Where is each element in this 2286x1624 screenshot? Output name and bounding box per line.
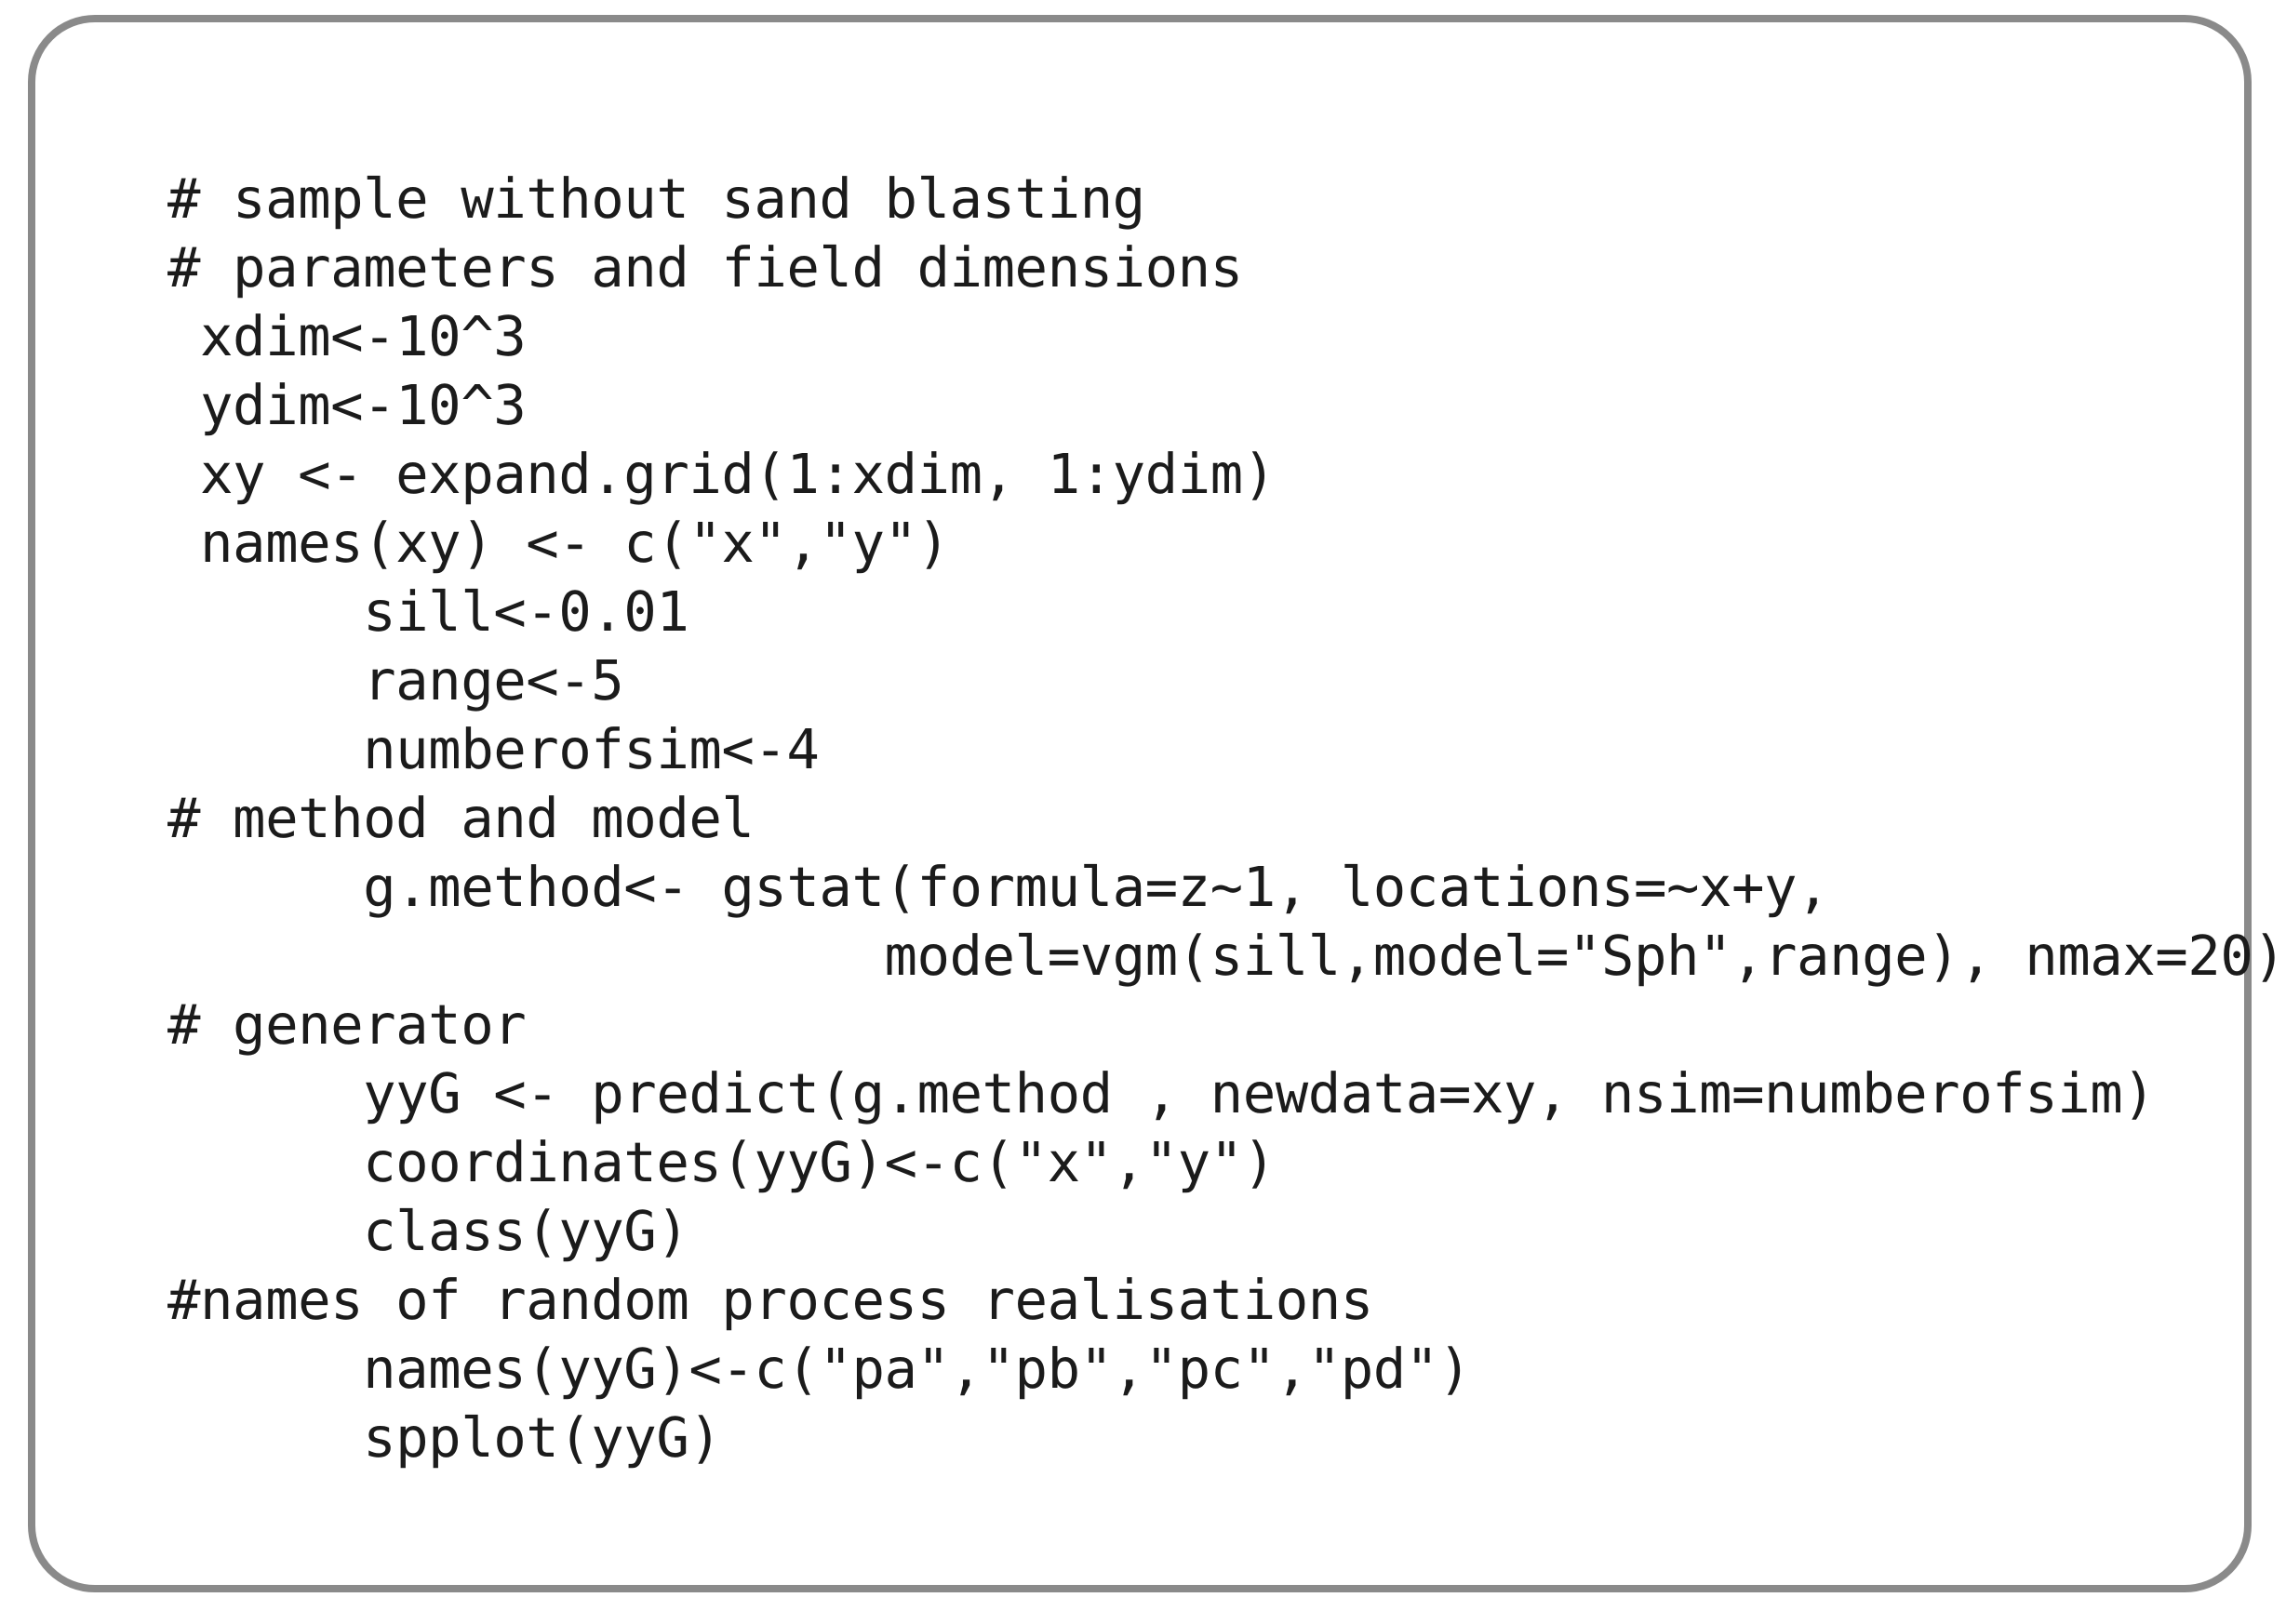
- code-line: xy <- expand.grid(1:xdim, 1:ydim): [167, 442, 1276, 506]
- code-line: #names of random process realisations: [167, 1268, 1373, 1332]
- code-line: coordinates(yyG)<-c("x","y"): [167, 1130, 1276, 1194]
- code-line: spplot(yyG): [167, 1405, 722, 1470]
- code-line: names(yyG)<-c("pa","pb","pc","pd"): [167, 1337, 1471, 1401]
- code-listing[interactable]: # sample without sand blasting# paramete…: [167, 165, 2286, 1472]
- code-line: # method and model: [167, 786, 755, 850]
- code-line: names(xy) <- c("x","y"): [167, 511, 950, 575]
- code-line: # generator: [167, 992, 527, 1057]
- code-line: xdim<-10^3: [167, 304, 527, 368]
- code-line: model=vgm(sill,model="Sph",range), nmax=…: [167, 924, 2286, 988]
- code-line: yyG <- predict(g.method , newdata=xy, ns…: [167, 1061, 2156, 1125]
- code-line: sill<-0.01: [167, 579, 689, 644]
- code-content: # sample without sand blasting# paramete…: [167, 165, 2286, 1472]
- code-block-card: # sample without sand blasting# paramete…: [28, 15, 2286, 1592]
- code-line: numberofsim<-4: [167, 717, 820, 781]
- code-line: # parameters and field dimensions: [167, 235, 1243, 300]
- code-line: ydim<-10^3: [167, 373, 527, 437]
- code-line: # sample without sand blasting: [167, 166, 1145, 231]
- code-line: range<-5: [167, 648, 624, 712]
- code-line: g.method<- gstat(formula=z~1, locations=…: [167, 855, 1830, 919]
- code-line: class(yyG): [167, 1199, 689, 1263]
